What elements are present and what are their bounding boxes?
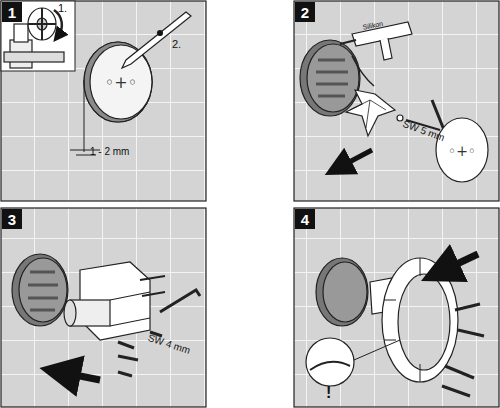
step-number: 3 xyxy=(2,209,22,229)
callout-number: 1. xyxy=(58,2,67,14)
step-number-text: 4 xyxy=(296,210,314,229)
step-number-text: 2 xyxy=(296,3,314,22)
svg-text:◦+◦: ◦+◦ xyxy=(105,73,137,92)
step-number-text: 3 xyxy=(3,210,21,229)
step-number: 4 xyxy=(295,209,315,229)
dimension-label: 1 - 2 mm xyxy=(90,146,129,157)
callout-number: 2. xyxy=(172,38,181,50)
step-number: 2 xyxy=(295,2,315,22)
step-number: 1 xyxy=(2,2,22,22)
step-number-text: 1 xyxy=(3,3,21,22)
svg-text:◦+◦: ◦+◦ xyxy=(448,143,476,159)
warning-mark: ! xyxy=(326,384,331,402)
